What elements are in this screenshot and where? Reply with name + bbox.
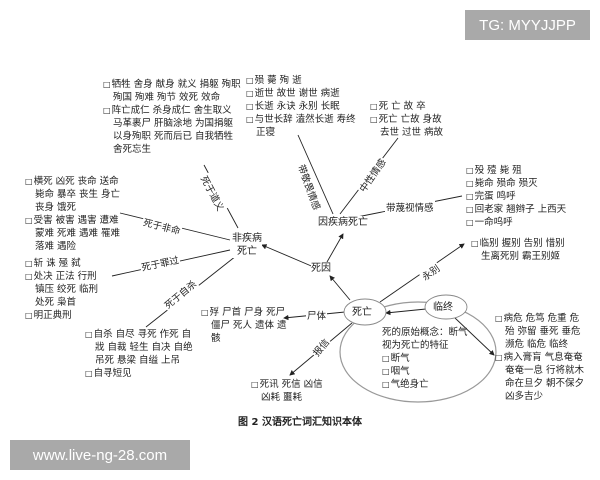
list-item: 殒 薨 殉 逝 bbox=[246, 74, 358, 87]
node-disease: 因疾病死亡 bbox=[318, 216, 368, 229]
list-item: 死亡 亡故 身故 去世 过世 病故 bbox=[370, 113, 452, 139]
list-item: 临别 握别 告别 惜别 生离死别 霸王别姬 bbox=[471, 237, 576, 263]
node-cause: 死因 bbox=[311, 262, 331, 275]
list-item: 长逝 永诀 永别 长眠 bbox=[246, 100, 358, 113]
list-item: 横死 凶死 丧命 送命 毙命 暴卒 丧生 身亡 丧身 饿死 bbox=[25, 175, 125, 214]
watermark-top: TG: MYYJJPP bbox=[465, 10, 590, 40]
list-item: 死 亡 故 卒 bbox=[370, 100, 452, 113]
list-item: 断气 bbox=[382, 352, 474, 365]
list-item: 咽气 bbox=[382, 365, 474, 378]
list-item: 病入膏肓 气息奄奄 奄奄一息 行将就木 命在旦夕 朝不保夕 凶多吉少 bbox=[495, 351, 585, 403]
list-item: 死讯 死信 凶信 凶耗 噩耗 bbox=[251, 378, 327, 404]
block-neutral: 死 亡 故 卒 死亡 亡故 身故 去世 过世 病故 bbox=[370, 100, 452, 139]
block-reverent: 殒 薨 殉 逝 逝世 故世 谢世 病逝 长逝 永诀 永别 长眠 与世长辞 溘然长… bbox=[246, 74, 358, 139]
list-item: 斩 诛 殛 弑 bbox=[25, 257, 105, 270]
block-contempt: 殁 殪 毙 殂 毙命 殒命 殒灭 完蛋 鸣呼 回老家 翘辫子 上西天 一命呜呼 bbox=[466, 164, 567, 229]
list-item: 气绝身亡 bbox=[382, 378, 474, 391]
node-non-disease: 非疾病 死亡 bbox=[232, 232, 262, 258]
list-item: 回老家 翘辫子 上西天 bbox=[466, 203, 567, 216]
list-item: 与世长辞 溘然长逝 寿终正寝 bbox=[246, 113, 358, 139]
list-item: 自杀 自尽 寻死 作死 自戕 自裁 轻生 自决 自绝 吊死 悬梁 自缢 上吊 bbox=[85, 328, 197, 367]
list-item: 殁 殪 毙 殂 bbox=[466, 164, 566, 177]
list-item: 逝世 故世 谢世 病逝 bbox=[246, 87, 358, 100]
block-dying: 病危 危笃 危重 危殆 弥留 垂死 垂危 濒危 临危 临终 病入膏肓 气息奄奄 … bbox=[495, 312, 585, 403]
dying-node-shape bbox=[424, 294, 468, 320]
list-item: 阵亡成仁 杀身成仁 舍生取义 马革裹尸 肝脑涂地 为国捐躯 以身殉职 死而后已 … bbox=[103, 104, 243, 156]
watermark-bottom: www.live-ng-28.com bbox=[10, 440, 190, 470]
label-corpse: 尸体 bbox=[306, 308, 328, 322]
block-crime: 斩 诛 殛 弑 处决 正法 行刑 镇压 绞死 临刑 处死 枭首 明正典刑 bbox=[25, 257, 105, 322]
list-item: 殍 尸首 尸身 死尸 僵尸 死人 遗体 遗骸 bbox=[201, 306, 289, 345]
block-original-concept: 死的原始概念：断气视为死亡的特征 断气 咽气 气绝身亡 bbox=[382, 326, 474, 391]
edge-dying-list bbox=[454, 317, 495, 356]
block-unnatural: 横死 凶死 丧命 送命 毙命 暴卒 丧生 身亡 丧身 饿死 受害 被害 遇害 遭… bbox=[25, 175, 125, 253]
edge-reverent bbox=[297, 134, 334, 215]
list-item: 病危 危笃 危重 危殆 弥留 垂死 垂危 濒危 临危 临终 bbox=[495, 312, 585, 351]
block-report: 死讯 死信 凶信 凶耗 噩耗 bbox=[251, 378, 327, 404]
node-non-disease-line2: 死亡 bbox=[237, 246, 257, 257]
list-item: 毙命 殒命 殒灭 bbox=[466, 177, 566, 190]
block-farewell: 临别 握别 告别 惜别 生离死别 霸王别姬 bbox=[471, 237, 576, 263]
node-death: 死亡 bbox=[352, 307, 372, 318]
figure-caption: 图 2 汉语死亡词汇知识本体 bbox=[238, 417, 362, 428]
list-item: 牺牲 舍身 献身 就义 捐躯 殉职 殉国 殉难 殉节 效死 效命 bbox=[103, 78, 243, 104]
block-corpse: 殍 尸首 尸身 死尸 僵尸 死人 遗体 遗骸 bbox=[201, 306, 289, 345]
node-non-disease-line1: 非疾病 bbox=[232, 233, 262, 244]
death-node-shape bbox=[343, 298, 387, 326]
original-concept-title: 死的原始概念：断气视为死亡的特征 bbox=[382, 327, 468, 351]
block-suicide: 自杀 自尽 寻死 作死 自戕 自裁 轻生 自决 自绝 吊死 悬梁 自缢 上吊 自… bbox=[85, 328, 197, 380]
edge-death-cause bbox=[329, 275, 351, 301]
list-item: 受害 被害 遇害 遭难 蒙难 死难 遇难 罹难 落难 遇险 bbox=[25, 214, 125, 253]
list-item: 明正典刑 bbox=[25, 309, 105, 322]
edge-dying-death bbox=[385, 308, 427, 316]
edge-cause-nondisease bbox=[261, 244, 317, 269]
node-dying: 临终 bbox=[433, 302, 453, 313]
list-item: 自寻短见 bbox=[85, 367, 197, 380]
list-item: 处决 正法 行刑 镇压 绞死 临刑 处死 枭首 bbox=[25, 270, 105, 309]
list-item: 完蛋 鸣呼 bbox=[466, 190, 566, 203]
block-righteous: 牺牲 舍身 献身 就义 捐躯 殉职 殉国 殉难 殉节 效死 效命 阵亡成仁 杀身… bbox=[103, 78, 243, 156]
label-contempt: 带蔑视情感 bbox=[385, 200, 435, 214]
list-item: 一命呜呼 bbox=[466, 216, 566, 229]
edge-cause-disease bbox=[326, 233, 344, 263]
